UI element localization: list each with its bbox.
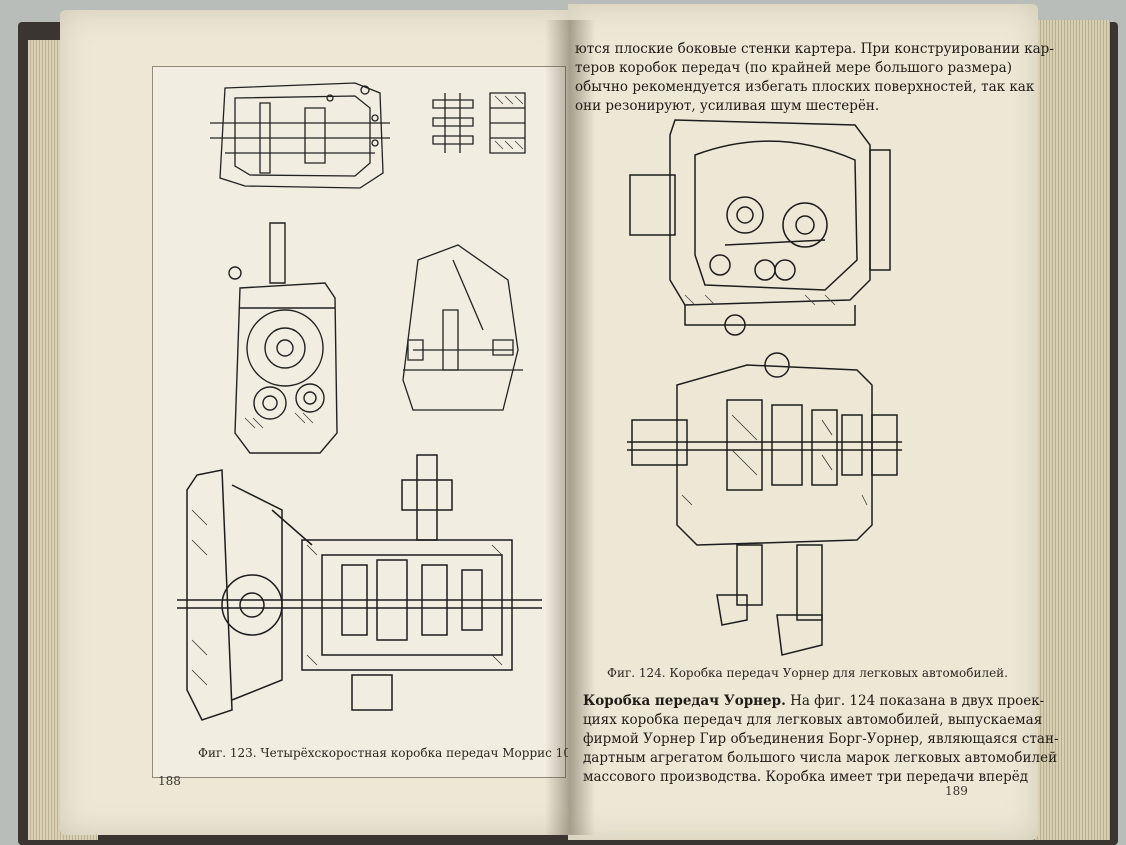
figure-123-top-cover-drawing (205, 78, 395, 193)
section-first-line: На фиг. 124 показана в двух проек- (790, 693, 1045, 709)
section-line: фирмой Уорнер Гир объединения Борг-Уорне… (583, 731, 1059, 747)
figure-123-frame (152, 66, 566, 778)
section-heading: Коробка передач Уорнер. (583, 693, 786, 709)
figure-124-side-view-drawing (625, 115, 895, 345)
figure-124-plan-section-drawing (627, 345, 907, 665)
intro-line: теров коробок передач (по крайней мере б… (575, 60, 1012, 76)
section-line: массового производства. Коробка имеет тр… (583, 769, 1029, 785)
intro-line: ются плоские боковые стенки картера. При… (575, 41, 1054, 57)
right-page (568, 4, 1038, 840)
intro-line: они резонируют, усиливая шум шестерён. (575, 98, 880, 114)
section-line: дартным агрегатом большого числа марок л… (583, 750, 1058, 766)
right-page-number: 189 (945, 784, 968, 798)
section-line: циях коробка передач для легковых автомо… (583, 712, 1043, 728)
figure-123-longitudinal-section-drawing (172, 450, 552, 730)
warner-section-paragraph: Коробка передач Уорнер. На фиг. 124 пока… (583, 692, 1059, 787)
figure-123-side-section-drawing (225, 218, 350, 458)
left-page-number: 188 (158, 774, 181, 788)
figure-123-caption: Фиг. 123. Четырёхскоростная коробка пере… (198, 746, 575, 760)
figure-123-shift-lever-drawing (398, 240, 528, 415)
intro-paragraph: ются плоские боковые стенки картера. При… (575, 40, 1054, 116)
book-gutter-shadow (545, 20, 595, 835)
page-edges-right (1035, 20, 1110, 840)
intro-line: обычно рекомендуется избегать плоских по… (575, 79, 1035, 95)
figure-124-caption: Фиг. 124. Коробка передач Уорнер для лег… (607, 666, 1008, 680)
figure-123-selector-detail (425, 88, 535, 158)
